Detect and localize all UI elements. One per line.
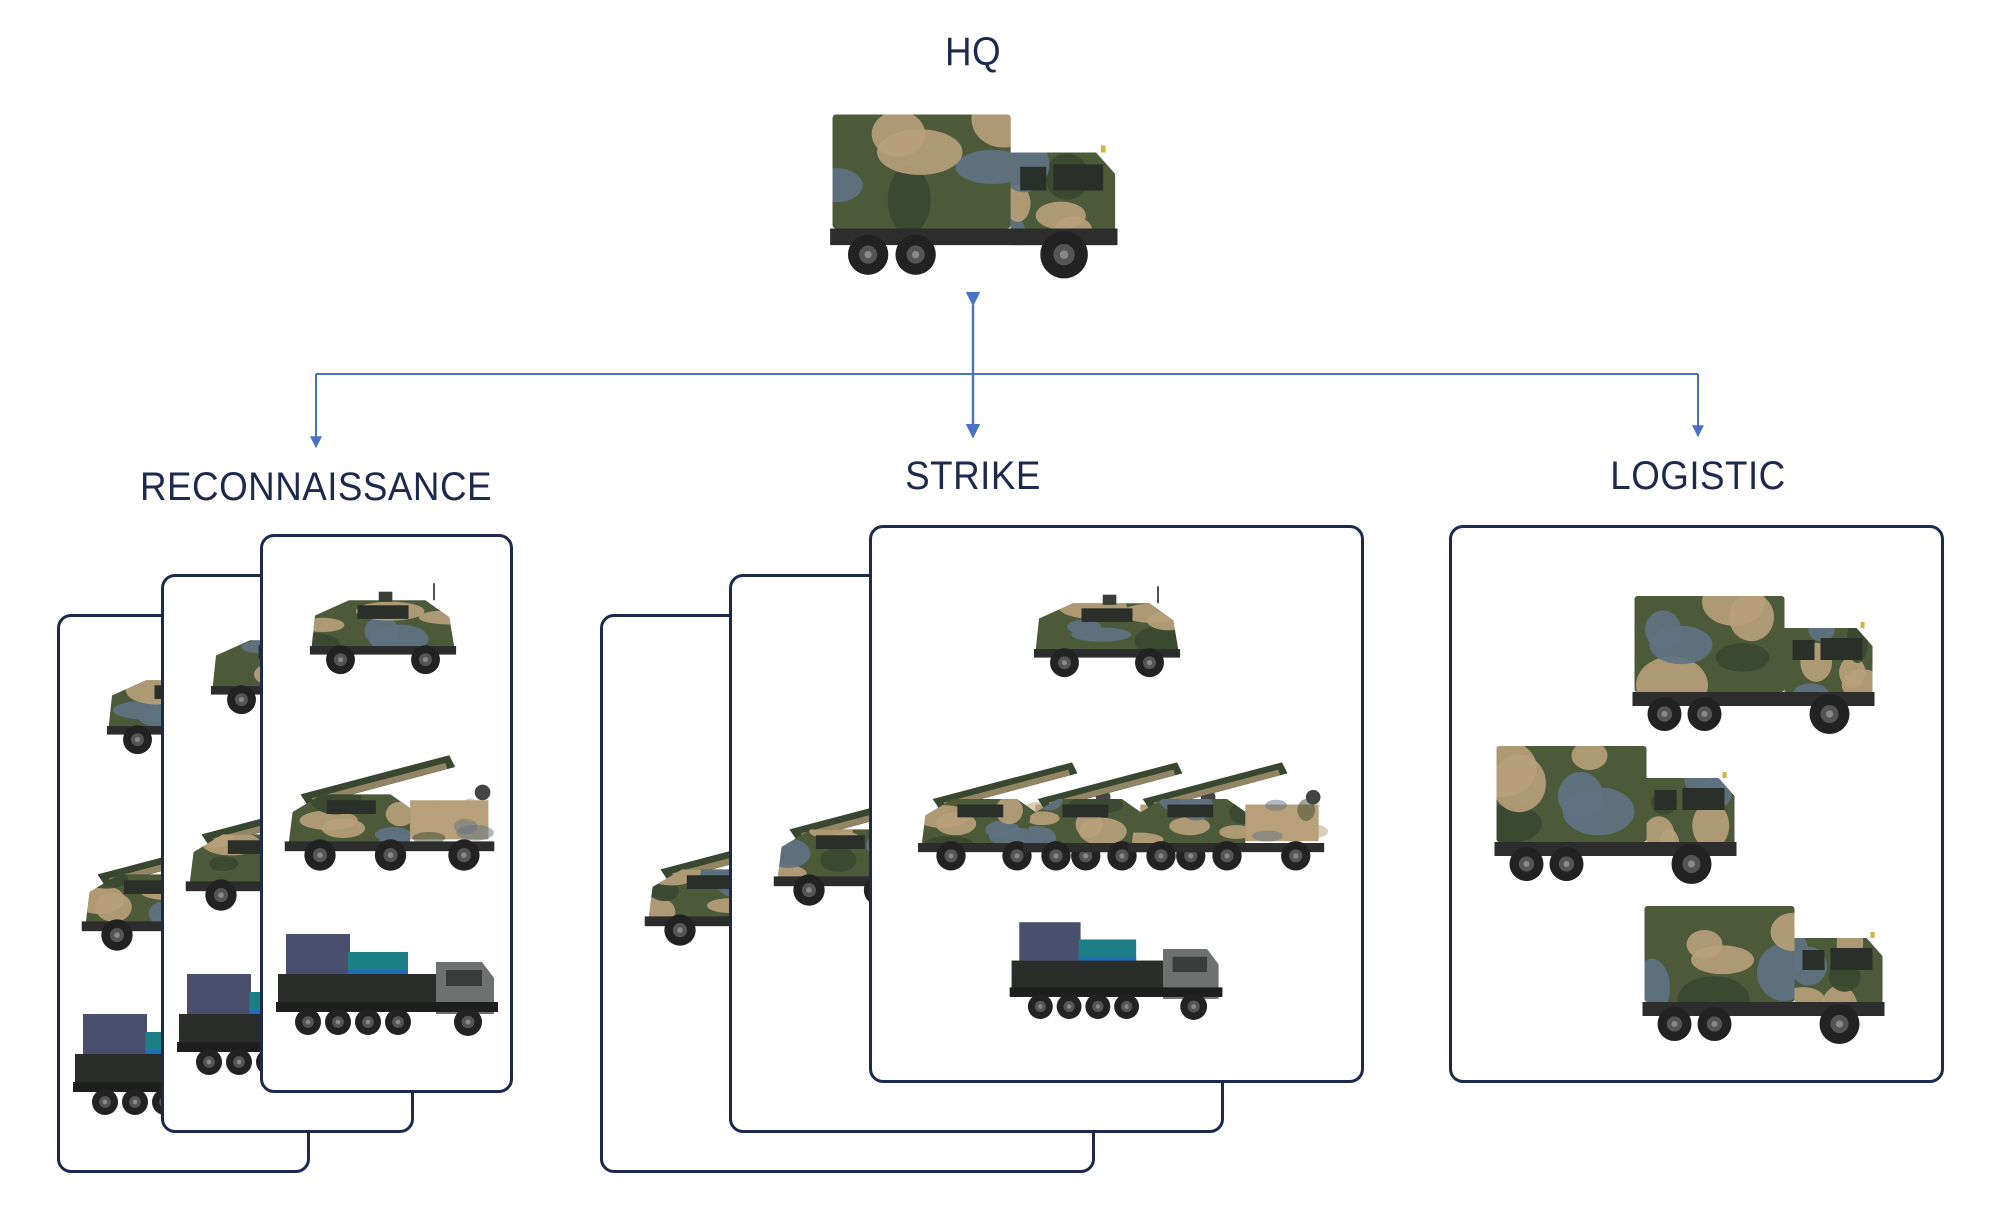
command-truck-icon [800,105,1150,295]
command-truck-icon [1464,738,1769,898]
cargo-truck-icon [1002,908,1232,1038]
strike-card-front [869,525,1364,1083]
armored-vehicle-icon [298,575,468,690]
strike-label: STRIKE [905,454,1041,498]
cargo-truck-icon [268,922,508,1052]
reconnaissance-card-front [260,534,513,1093]
logistic-card [1449,525,1944,1083]
rocket-launcher-vehicle-icon [273,742,508,882]
command-truck-icon [1602,588,1907,748]
logistic-label: LOGISTIC [1610,454,1786,498]
hq-label: HQ [944,30,1002,74]
reconnaissance-label: RECONNAISSANCE [139,465,493,509]
rocket-launcher-vehicle-icon [1117,748,1337,883]
command-truck-icon [1612,898,1917,1058]
armored-vehicle-icon [1022,578,1192,693]
